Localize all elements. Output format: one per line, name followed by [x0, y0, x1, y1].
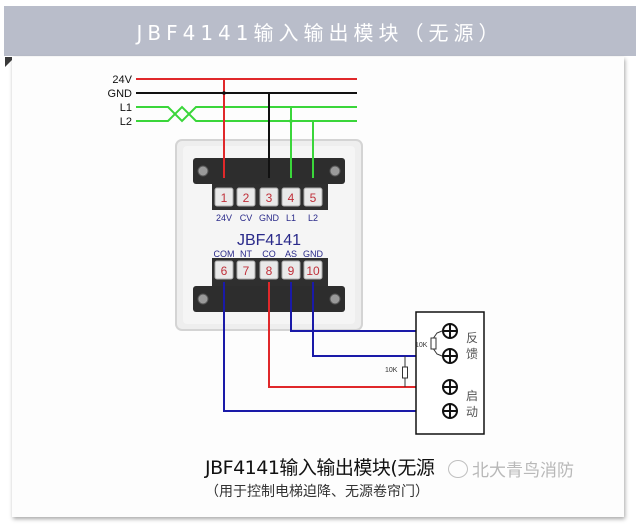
terminal-number-7: 7	[243, 264, 250, 278]
terminal-label-com: COM	[214, 249, 235, 259]
terminal-screw-4	[281, 187, 301, 207]
bus-label-l1: L1	[120, 102, 132, 114]
terminal-label-cv: CV	[240, 213, 253, 223]
terminal-screw-6	[214, 260, 234, 280]
terminal-number-1: 1	[221, 191, 228, 205]
corner-fold	[5, 57, 15, 67]
watermark: 北大青鸟消防	[448, 456, 574, 481]
terminal-number-4: 4	[288, 191, 295, 205]
wire-gnd-feedback	[312, 282, 442, 357]
terminal-label-l2: L2	[308, 213, 318, 223]
wire-co-start	[268, 282, 442, 388]
screw-icon	[329, 293, 341, 305]
resistor-feedback-lead	[433, 330, 443, 339]
wire-com-start	[223, 282, 442, 412]
terminal-label-as: AS	[285, 249, 297, 259]
terminal-label-gnd: GND	[303, 249, 324, 259]
module-model-label: JBF4141	[237, 232, 301, 249]
terminal-number-3: 3	[266, 191, 273, 205]
terminal-number-5: 5	[310, 191, 317, 205]
terminal-number-6: 6	[221, 264, 228, 278]
terminal-screw-9	[281, 260, 301, 280]
diagram-subcaption: （用于控制电梯迫降、无源卷帘门）	[205, 484, 429, 500]
screw-icon	[329, 165, 341, 177]
resistor-feedback-icon	[430, 337, 437, 350]
junction-dot	[222, 91, 226, 95]
bus-label-gnd: GND	[108, 88, 133, 100]
terminal-label-24v: 24V	[216, 213, 232, 223]
terminal-screw-7	[236, 260, 256, 280]
resistor-start-icon	[402, 366, 408, 379]
terminal-screw-3	[259, 187, 279, 207]
device-terminals	[442, 323, 458, 419]
bottom-terminals: COM 6 NT 7 CO 8 AS 9 GND 10	[214, 249, 324, 280]
wires	[222, 79, 442, 412]
start-label-2: 动	[466, 405, 478, 419]
resistor-feedback-value: 10K	[415, 342, 428, 349]
feedback-label-2: 馈	[466, 347, 478, 361]
terminal-number-8: 8	[266, 264, 273, 278]
bus-label-24v: 24V	[112, 74, 132, 86]
diagram-caption: JBF4141输入输出模块(无源	[205, 457, 435, 479]
screw-icon	[197, 293, 209, 305]
terminal-label-co: CO	[262, 249, 276, 259]
terminal-screw-2	[236, 187, 256, 207]
terminal-screw-1	[214, 187, 234, 207]
terminal-screw-5	[303, 187, 323, 207]
terminal-number-2: 2	[243, 191, 250, 205]
wechat-icon	[448, 459, 468, 478]
resistor-feedback-lead	[433, 348, 443, 357]
start-label-1: 启	[466, 389, 478, 403]
terminal-screw-8	[259, 260, 279, 280]
feedback-label-1: 反	[466, 331, 478, 345]
terminal-number-9: 9	[288, 264, 295, 278]
terminal-label-l1: L1	[286, 213, 296, 223]
screw-icon	[197, 165, 209, 177]
resistor-start-value: 10K	[385, 367, 398, 374]
terminal-number-10: 10	[306, 264, 320, 278]
header-banner: JBF4141输入输出模块（无源）	[4, 6, 636, 56]
junction-dot	[289, 119, 293, 123]
terminal-label-nt: NT	[240, 249, 252, 259]
page-title: JBF4141输入输出模块（无源）	[136, 20, 504, 45]
wire-as-feedback	[290, 282, 442, 332]
terminal-screw-10	[303, 260, 323, 280]
terminal-label-gnd: GND	[259, 213, 280, 223]
bus-line-l2	[136, 105, 357, 122]
watermark-text: 北大青鸟消防	[472, 461, 574, 481]
bus-label-l2: L2	[120, 116, 132, 128]
